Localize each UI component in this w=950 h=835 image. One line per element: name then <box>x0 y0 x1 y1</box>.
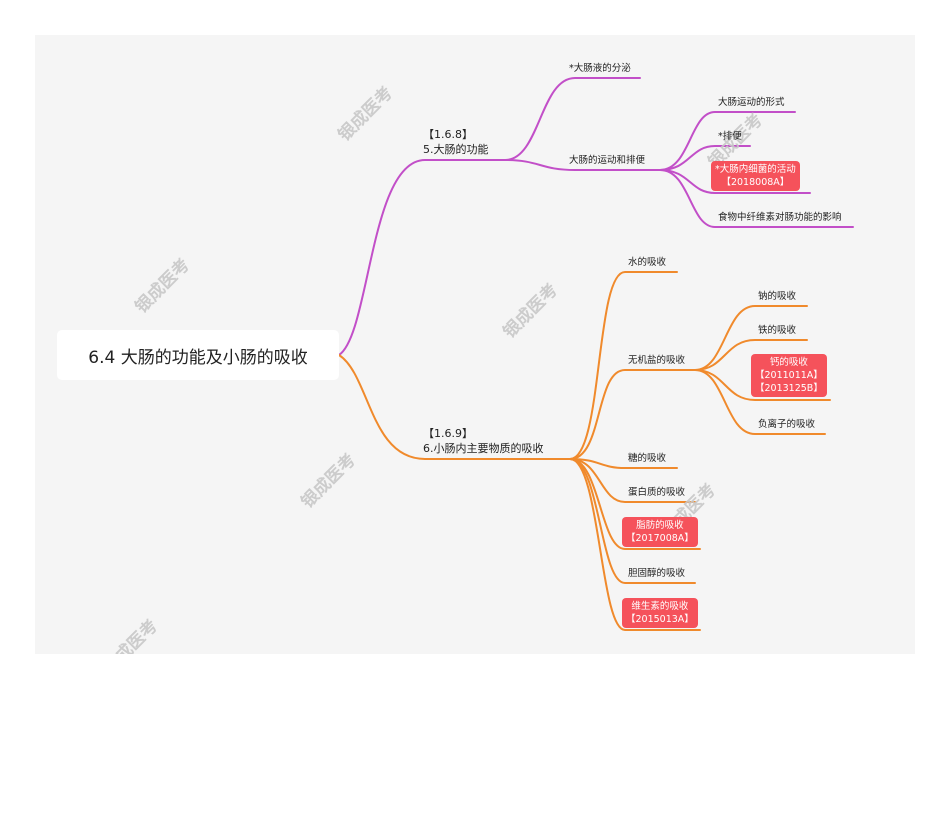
edge-minerals-iron <box>694 339 808 371</box>
node-motility-forms[interactable]: 大肠运动的形式 <box>718 97 785 108</box>
node-water-absorption[interactable]: 水的吸收 <box>628 257 667 268</box>
edge-root-branch1 <box>338 159 506 356</box>
node-sugar-absorption[interactable]: 糖的吸收 <box>628 453 667 464</box>
branch-code: 【1.6.9】 <box>423 427 473 440</box>
branch-code: 【1.6.8】 <box>423 128 473 141</box>
root-node[interactable]: 6.4 大肠的功能及小肠的吸收 <box>57 330 339 380</box>
edge-branch2-protein <box>569 458 696 503</box>
edge-branch2-water <box>569 271 678 460</box>
node-sodium-absorption[interactable]: 钠的吸收 <box>758 291 797 302</box>
edge-root-branch2 <box>338 354 571 460</box>
branch-title: 6.小肠内主要物质的吸收 <box>423 442 544 455</box>
edge-minerals-calcium <box>694 369 831 401</box>
node-colon-secretion[interactable]: *大肠液的分泌 <box>569 63 631 74</box>
edge-minerals-sodium <box>694 305 808 371</box>
node-anion-absorption[interactable]: 负离子的吸收 <box>758 419 816 430</box>
edge-motility-fiber <box>659 169 854 228</box>
edge-motility-bacteria <box>659 169 811 194</box>
branch-title: 5.大肠的功能 <box>423 143 489 156</box>
node-vitamin-absorption[interactable]: 维生素的吸收 【2015013A】 <box>622 598 698 628</box>
edge-minerals-anion <box>694 369 826 435</box>
node-calcium-absorption[interactable]: 钙的吸收 【2011011A】 【2013125B】 <box>751 354 827 397</box>
node-fiber-effect[interactable]: 食物中纤维素对肠功能的影响 <box>718 212 842 223</box>
node-cholesterol-absorption[interactable]: 胆固醇的吸收 <box>628 568 686 579</box>
mindmap-canvas: 银成医考 银成医考 银成医考 银成医考 银成医考 银成医考 银成医考 6.4 大… <box>35 35 915 654</box>
node-iron-absorption[interactable]: 铁的吸收 <box>758 325 797 336</box>
root-title: 6.4 大肠的功能及小肠的吸收 <box>88 347 308 368</box>
edge-branch2-vitamin <box>569 458 701 631</box>
node-colon-motility[interactable]: 大肠的运动和排便 <box>569 155 646 166</box>
connector-lines <box>338 77 854 631</box>
edge-motility-forms <box>659 111 796 171</box>
node-defecation[interactable]: *排便 <box>718 131 742 142</box>
branch-large-intestine-function[interactable]: 【1.6.8】 5.大肠的功能 <box>423 127 489 157</box>
edge-motility-defecation <box>659 145 751 171</box>
edge-branch2-cholesterol <box>569 458 696 584</box>
edge-branch2-minerals <box>569 369 696 460</box>
edge-branch1-secretion <box>504 77 641 161</box>
node-mineral-absorption[interactable]: 无机盐的吸收 <box>628 355 686 366</box>
node-bacteria-activity[interactable]: *大肠内细菌的活动 【2018008A】 <box>711 161 800 191</box>
edge-branch1-motility <box>504 159 661 171</box>
node-protein-absorption[interactable]: 蛋白质的吸收 <box>628 487 686 498</box>
branch-small-intestine-absorption[interactable]: 【1.6.9】 6.小肠内主要物质的吸收 <box>423 426 544 456</box>
node-fat-absorption[interactable]: 脂肪的吸收 【2017008A】 <box>622 517 698 547</box>
